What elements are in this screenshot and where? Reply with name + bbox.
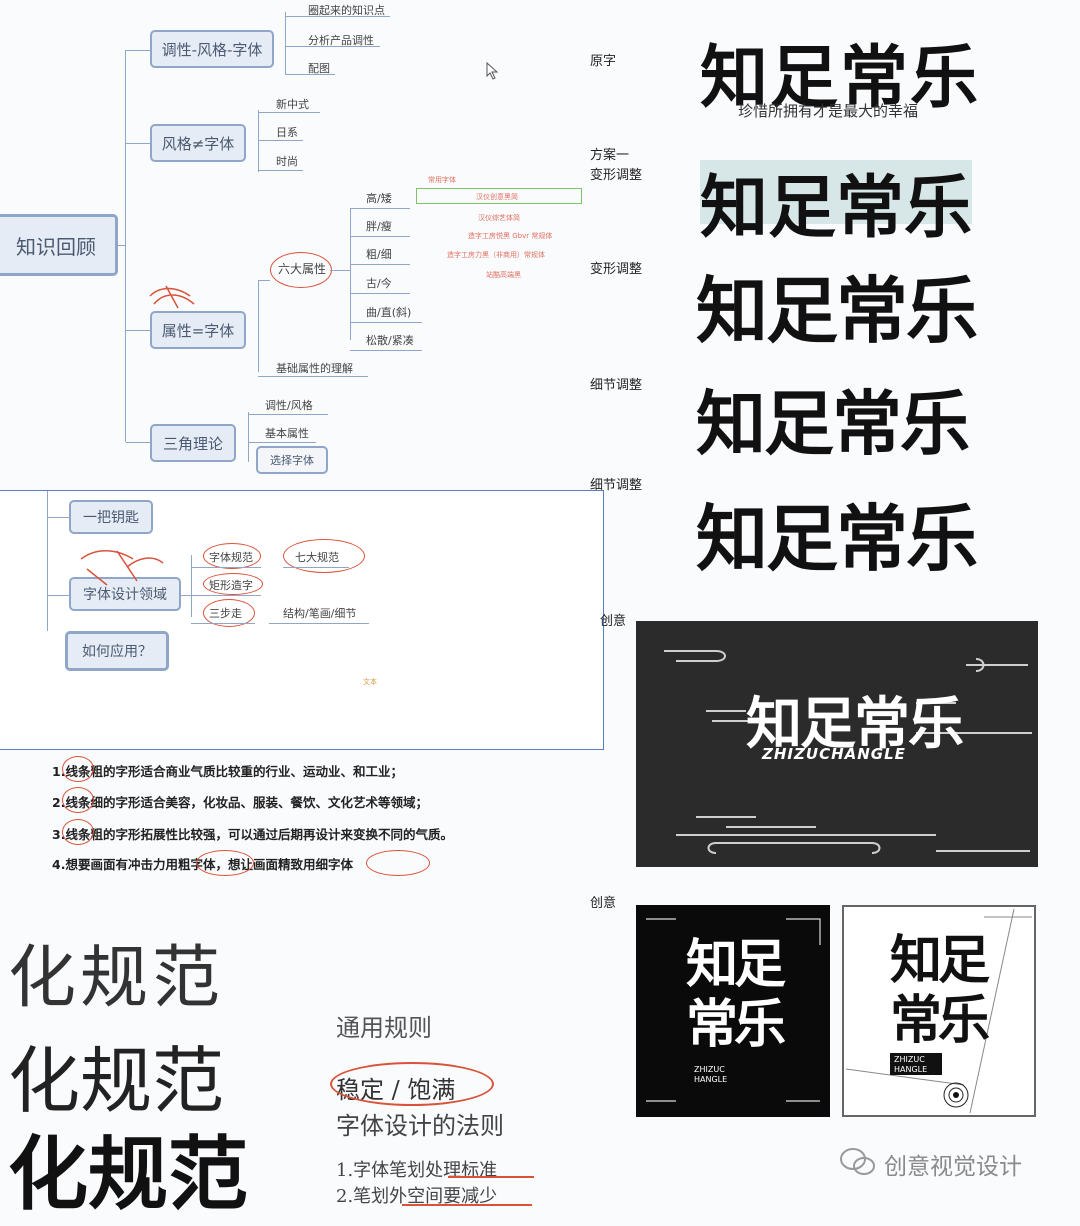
pinyin-box	[890, 1053, 942, 1075]
scribble-mark	[149, 285, 195, 309]
label-scheme-one: 方案一 变形调整	[590, 148, 643, 183]
logo-detail-adjust-2: 知足常乐	[696, 497, 978, 581]
attr-tall-short: 高/矮	[366, 192, 392, 205]
leaf-fashion: 时尚	[276, 155, 298, 168]
small-note-text: 文本	[363, 678, 377, 686]
red-note-1: 汉仪创意黑简	[476, 193, 518, 201]
logo-detail-adjust-1: 知足常乐	[696, 383, 970, 465]
select-font-node[interactable]: 选择字体	[256, 446, 328, 474]
basic-attr-understanding: 基础属性的理解	[276, 362, 353, 375]
mindmap-application-panel: 一把钥匙 字体设计领域 如何应用？ 字体规范 七大规范 矩形造字 三步走 结构/…	[0, 490, 604, 750]
leaf-structure-stroke-detail: 结构/笔画/细节	[283, 607, 357, 620]
note-2: 2.线条细的字形适合美容，化妆品、服装、餐饮、文化艺术等领域；	[52, 795, 428, 810]
leaf-image: 配图	[308, 62, 330, 75]
logo-original: 知足常乐	[700, 39, 981, 118]
rules-item-2: 2.笔划外空间要减少	[336, 1186, 498, 1207]
branch-style-not-font[interactable]: 风格≠字体	[150, 124, 246, 162]
pinyin-white-1: ZHIZUC	[894, 1055, 925, 1064]
leaf-new-chinese: 新中式	[276, 98, 309, 111]
attr-fat-thin: 胖/瘦	[366, 220, 392, 233]
wechat-icon	[840, 1148, 875, 1175]
red-note-2: 汉仪综艺体简	[478, 214, 520, 222]
watermark-text: 创意视觉设计	[884, 1154, 1022, 1180]
sample-regular: 化规范	[8, 1039, 225, 1123]
node-how-to-apply[interactable]: 如何应用？	[65, 631, 169, 671]
red-note-3: 造字工房悦黑 Gbvr 常规体	[468, 232, 553, 240]
creative-card-dark: 知足常乐 ZHIZUCHANGLE	[636, 621, 1038, 867]
note-1: 1.线条粗的字形适合商业气质比较重的行业、运动业、和工业；	[52, 764, 403, 779]
node-one-key[interactable]: 一把钥匙	[69, 500, 153, 534]
root-node[interactable]: 知识回顾	[0, 214, 118, 276]
vertical-logo-1: 知足常乐	[686, 935, 786, 1055]
leaf-circled-points: 圈起来的知识点	[308, 4, 385, 17]
highlight-box	[416, 188, 582, 204]
branch-triangle-theory[interactable]: 三角理论	[150, 424, 236, 462]
label-detail-adjust-2: 细节调整	[590, 478, 643, 493]
leaf-basic-attr: 基本属性	[265, 427, 309, 440]
leaf-product-tone: 分析产品调性	[308, 34, 374, 47]
red-note-5: 站酷高端黑	[486, 271, 521, 279]
label-deform-adjust: 变形调整	[590, 262, 643, 277]
label-creative-2: 创意	[590, 896, 617, 911]
logo-subtitle: 珍惜所拥有才是最大的幸福	[738, 102, 919, 120]
node-font-design-field[interactable]: 字体设计领域	[69, 577, 181, 611]
branch-tone-style-font[interactable]: 调性-风格-字体	[150, 30, 274, 68]
label-creative-1: 创意	[600, 614, 627, 629]
attr-curve-straight: 曲/直(斜)	[366, 306, 412, 319]
vertical-logo-2: 知足常乐	[890, 931, 990, 1051]
frame-lines	[646, 918, 821, 1102]
rules-title: 通用规则	[336, 1014, 432, 1042]
leaf-tone-style: 调性/风格	[265, 399, 313, 412]
red-note-common-fonts: 常用字体	[428, 176, 456, 184]
rules-item-1: 1.字体笔划处理标准	[336, 1160, 498, 1181]
pinyin-line-2: HANGLE	[694, 1075, 728, 1084]
cloud-lines-decoration	[664, 650, 1032, 854]
mouse-cursor-icon	[486, 62, 499, 80]
logo-deform-adjust: 知足常乐	[696, 269, 978, 353]
label-original: 原字	[590, 54, 617, 69]
attr-old-new: 古/今	[366, 277, 392, 290]
leaf-japanese: 日系	[276, 126, 298, 139]
scribble-mark-2	[80, 550, 164, 586]
attr-loose-tight: 松散/紧凑	[366, 334, 414, 347]
pinyin-line-1: ZHIZUC	[694, 1065, 725, 1074]
creative-logo-word: 知足常乐	[746, 692, 964, 757]
creative-card-black: 知足常乐 ZHIZUC HANGLE	[636, 905, 830, 1117]
logo-scheme-one-bg	[700, 160, 972, 224]
sample-light: 化规范	[8, 939, 225, 1018]
attr-thick-thin: 粗/细	[366, 248, 392, 261]
note-3: 3.线条粗的字形拓展性比较强，可以通过后期再设计来变换不同的气质。	[52, 827, 453, 842]
red-note-4: 造字工房力黑（非商用）常规体	[447, 251, 545, 259]
branch-attr-font[interactable]: 属性=字体	[150, 311, 246, 349]
creative-logo-pinyin: ZHIZUCHANGLE	[762, 745, 906, 763]
pinyin-white-2: HANGLE	[894, 1065, 928, 1074]
rules-law: 字体设计的法则	[336, 1112, 504, 1140]
label-detail-adjust-1: 细节调整	[590, 378, 643, 393]
logo-scheme-one: 知足常乐	[700, 169, 973, 248]
sample-bold: 化规范	[8, 1128, 248, 1221]
creative-card-white: 知足常乐 ZHIZUC HANGLE	[842, 905, 1036, 1117]
frame-lines-white	[845, 908, 1032, 1114]
